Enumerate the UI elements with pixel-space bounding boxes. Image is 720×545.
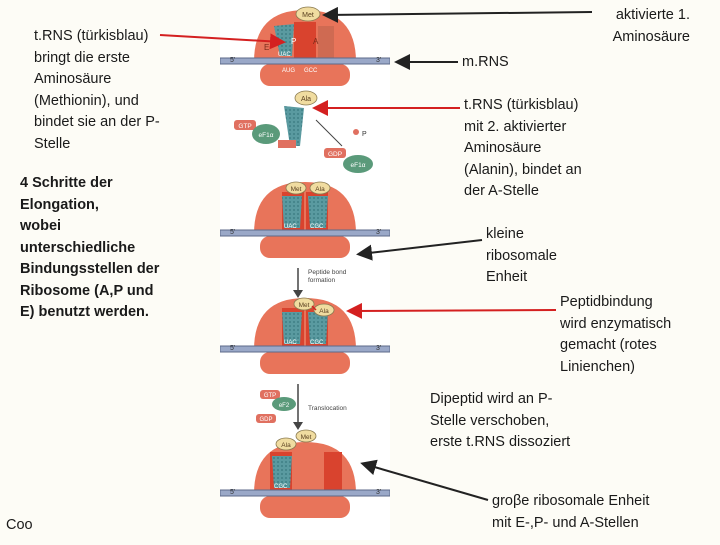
gtp-label-2: GTP bbox=[264, 393, 276, 399]
incoming-trna-group: Ala GTP eF1α P GDP eF1α bbox=[234, 90, 373, 173]
three-prime-1: 3' bbox=[376, 57, 381, 64]
five-prime-2: 5' bbox=[230, 229, 235, 236]
figure-panel: Met E P A UAC AUG GCC 5' 3' Ala GTP eF1α bbox=[219, 0, 391, 540]
gdp-label-1: GDP bbox=[328, 151, 342, 158]
note-second-trna: t.RNS (türkisblau) mit 2. aktivierter Am… bbox=[464, 97, 582, 199]
met-label-3: Met bbox=[299, 302, 310, 309]
note-dipeptide: Dipeptid wird an P- Stelle verschoben, e… bbox=[430, 391, 571, 450]
met-label-4: Met bbox=[301, 434, 312, 441]
met-ball bbox=[295, 6, 321, 22]
footer-text: Coo bbox=[6, 517, 33, 533]
trna-ala-incoming bbox=[284, 106, 304, 146]
note-first-trna: t.RNS (türkisblau) bringt die erste Amin… bbox=[34, 28, 160, 152]
ala-label-4: Ala bbox=[281, 442, 291, 449]
small-subunit bbox=[260, 64, 350, 86]
translation-figure: Met E P A UAC AUG GCC 5' 3' Ala GTP eF1α bbox=[219, 6, 391, 518]
anticodon-uac: UAC bbox=[278, 52, 291, 58]
note-mrna: m.RNS bbox=[462, 54, 509, 70]
anticodon-cgc-2: CGC bbox=[310, 224, 324, 230]
anticodon-uac-2: UAC bbox=[284, 224, 297, 230]
five-prime-3: 5' bbox=[230, 345, 235, 352]
five-prime-1: 5' bbox=[230, 57, 235, 64]
translocation-step: GTP eF2 GDP Translocation bbox=[256, 384, 347, 430]
codon-gcc: GCC bbox=[304, 68, 318, 74]
ribosome-stage-3: Met Ala UAC CGC 5' 3' bbox=[219, 297, 391, 374]
translocation-label: Translocation bbox=[308, 405, 347, 412]
met-label: Met bbox=[302, 12, 314, 19]
ribosome-stage-1: Met E P A UAC AUG GCC 5' 3' bbox=[219, 6, 391, 86]
note-small-subunit: kleine ribosomale Enheit bbox=[486, 226, 557, 285]
ala-label-2: Ala bbox=[315, 186, 325, 193]
three-prime-2: 3' bbox=[376, 229, 381, 236]
pi-label: P bbox=[362, 131, 367, 138]
codon-aug: AUG bbox=[282, 68, 295, 74]
anticodon-cgc-3: CGC bbox=[310, 340, 324, 346]
site-e-label: E bbox=[264, 43, 269, 52]
ef2-label: eF2 bbox=[279, 403, 290, 409]
ribosome-stage-4: Ala Met CGC 5' 3' bbox=[219, 429, 391, 518]
ef1-label-1: eF1α bbox=[259, 132, 274, 139]
anticodon-cgc-4: CGC bbox=[274, 484, 288, 490]
met-label-2: Met bbox=[291, 186, 302, 193]
gdp-label-2: GDP bbox=[259, 417, 272, 423]
ef1-label-2: eF1α bbox=[351, 162, 366, 169]
note-peptide-bond: Peptidbindung wird enzymatisch gemacht (… bbox=[560, 294, 672, 375]
note-large-subunit: groβe ribosomale Enheit mit E-,P- und A-… bbox=[492, 493, 650, 531]
ala-label-3: Ala bbox=[319, 308, 329, 315]
three-prime-4: 3' bbox=[376, 489, 381, 496]
five-prime-4: 5' bbox=[230, 489, 235, 496]
ribosome-stage-2: Met Ala UAC CGC 5' 3' bbox=[219, 181, 391, 258]
note-elongation: 4 Schritte der Elongation, wobei untersc… bbox=[20, 175, 160, 320]
note-activated-aa: aktivierte 1. Aminosäure bbox=[612, 7, 690, 45]
anticodon-uac-3: UAC bbox=[284, 340, 297, 346]
ala-label-1: Ala bbox=[301, 96, 311, 103]
site-a-label: A bbox=[313, 37, 319, 46]
mrna-strand bbox=[219, 57, 391, 65]
gtp-label-1: GTP bbox=[238, 123, 251, 130]
site-p-label: P bbox=[291, 37, 296, 46]
three-prime-3: 3' bbox=[376, 345, 381, 352]
